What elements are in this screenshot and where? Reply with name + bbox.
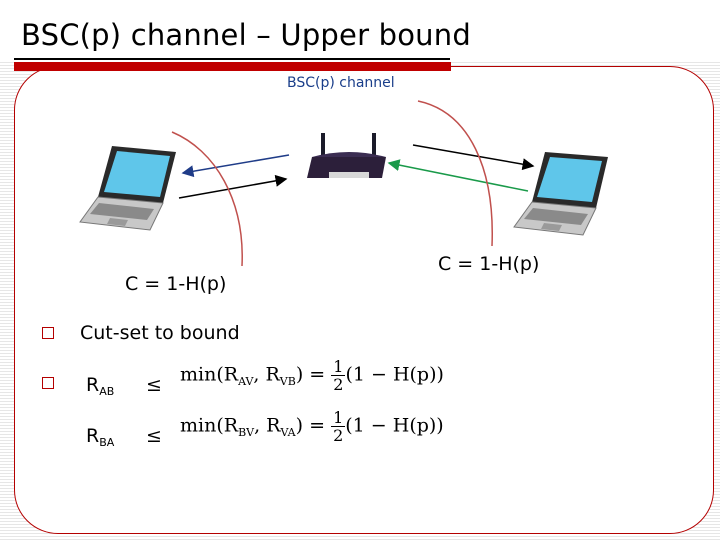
bullet-marker	[42, 327, 54, 339]
title-accent-bar	[14, 62, 451, 71]
content-panel	[14, 66, 714, 534]
laptop-icon	[513, 152, 608, 236]
link-arrow	[178, 174, 288, 199]
equation-operator: ≤	[146, 374, 162, 396]
link-arrow	[412, 144, 535, 171]
link-arrow	[387, 159, 529, 192]
channel-label: BSC(p) channel	[287, 75, 395, 91]
slide-title: BSC(p) channel – Upper bound	[21, 18, 471, 52]
router-icon	[307, 133, 386, 178]
bullet-text: Cut-set to bound	[80, 322, 240, 344]
capacity-arc	[171, 131, 243, 267]
bullet-marker	[42, 377, 54, 389]
link-arrow	[181, 154, 290, 178]
title-underline	[14, 58, 450, 60]
capacity-arc	[417, 100, 493, 247]
equation-operator: ≤	[146, 425, 162, 447]
capacity-label-right: C = 1-H(p)	[438, 253, 540, 275]
equation-lhs: RAB	[86, 374, 115, 398]
capacity-label-left: C = 1-H(p)	[125, 273, 227, 295]
laptop-icon	[79, 146, 176, 231]
equation-lhs: RBA	[86, 425, 115, 449]
